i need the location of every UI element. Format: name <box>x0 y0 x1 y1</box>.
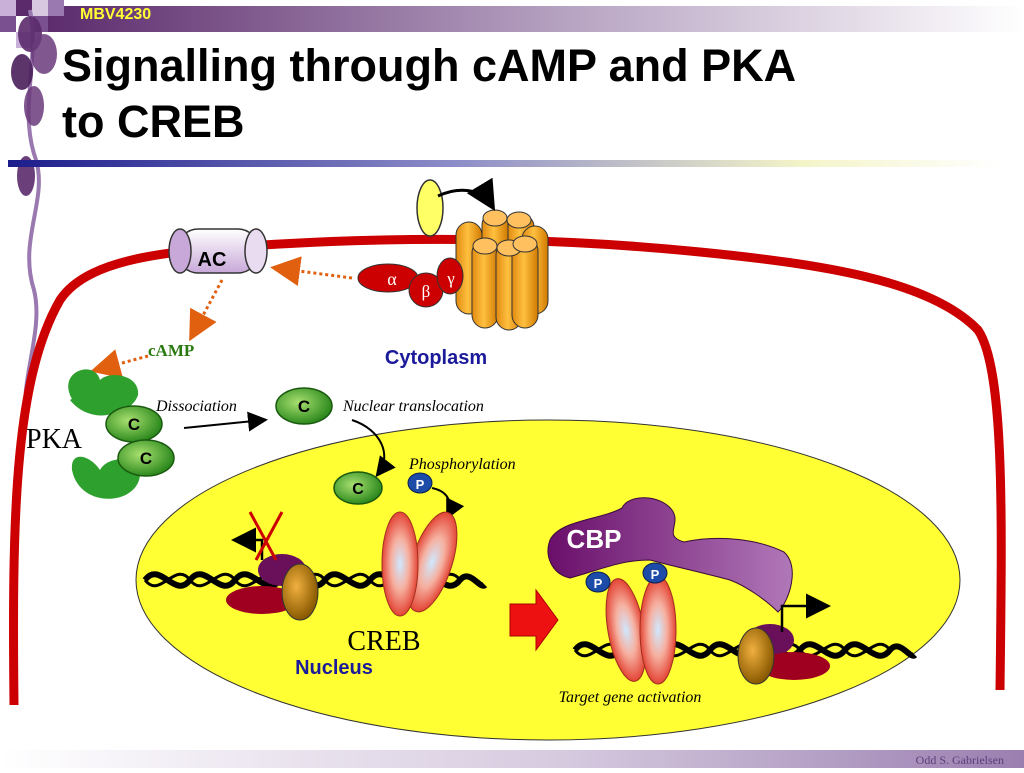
activation-block-arrow <box>509 588 559 652</box>
nuclear-catalytic <box>333 471 383 505</box>
g-alpha-label: α <box>387 269 397 289</box>
g-to-ac-arrow <box>270 256 353 287</box>
phosphate-creb-label: P <box>416 477 425 492</box>
phosphate-pcreb-1-label: P <box>594 576 603 591</box>
cbp-protein <box>547 497 793 613</box>
ligand-binding-arrow <box>437 177 496 212</box>
free-catalytic <box>275 387 333 425</box>
footer-bar <box>0 750 1024 768</box>
camp-to-pka-arrow <box>90 349 149 379</box>
camp-label: cAMP <box>148 341 194 360</box>
course-code: MBV4230 <box>80 6 152 23</box>
target-gene-label: Target gene activation <box>559 689 702 706</box>
author: Odd S. Gabrielsen <box>915 753 1004 767</box>
nucleus-label: Nucleus <box>295 657 373 679</box>
title-line-1: Signalling through cAMP and PKA <box>62 40 797 91</box>
translocation-arrow <box>351 419 396 478</box>
active-transcription-arrow <box>780 593 831 632</box>
nuclear-translocation-label: Nuclear translocation <box>342 398 484 415</box>
ligand <box>416 179 444 237</box>
pcreb-monomer-2 <box>639 575 677 685</box>
header-bar <box>40 6 1024 32</box>
pka-regulatory-subunits <box>68 369 140 499</box>
cbp-label: CBP <box>567 524 622 554</box>
creb-monomer-1 <box>381 511 419 617</box>
creb-label: CREB <box>347 626 420 657</box>
red-cross <box>248 511 284 561</box>
adenylyl-cyclase <box>168 228 268 274</box>
slide-title: Signalling through cAMP and PKA to CREB <box>62 38 962 150</box>
title-underline <box>8 160 1000 167</box>
dissociation-label: Dissociation <box>155 398 237 415</box>
gpcr-receptor <box>455 209 549 331</box>
phosphate-pcreb-2 <box>642 562 668 584</box>
pka-catalytic-2 <box>117 439 175 477</box>
phosphate-creb <box>407 472 433 494</box>
dissociation-arrow <box>183 411 268 432</box>
tata-protein-inactive <box>226 586 298 614</box>
inactive-transcription-arrow <box>231 527 264 560</box>
pka-catalytic-2-label: C <box>140 449 152 468</box>
ac-label: AC <box>198 249 227 271</box>
cytoplasm-label: Cytoplasm <box>385 347 487 369</box>
title-line-2: to CREB <box>62 96 245 147</box>
phosphate-pcreb-2-label: P <box>651 567 660 582</box>
polymerase-inactive <box>281 563 319 621</box>
pka-catalytic-1-label: C <box>128 415 140 434</box>
polymerase-active <box>737 627 775 685</box>
nuclear-catalytic-label: C <box>352 481 364 498</box>
phosphorylation-label: Phosphorylation <box>408 456 516 473</box>
g-protein <box>357 257 464 308</box>
free-catalytic-label: C <box>298 397 310 416</box>
ac-to-camp-arrow <box>189 279 224 342</box>
pka-label: PKA <box>26 424 83 455</box>
g-beta-label: β <box>422 282 431 301</box>
g-gamma-label: γ <box>446 269 455 288</box>
tata-protein-active <box>758 652 830 680</box>
phosphate-pcreb-1 <box>585 571 611 593</box>
